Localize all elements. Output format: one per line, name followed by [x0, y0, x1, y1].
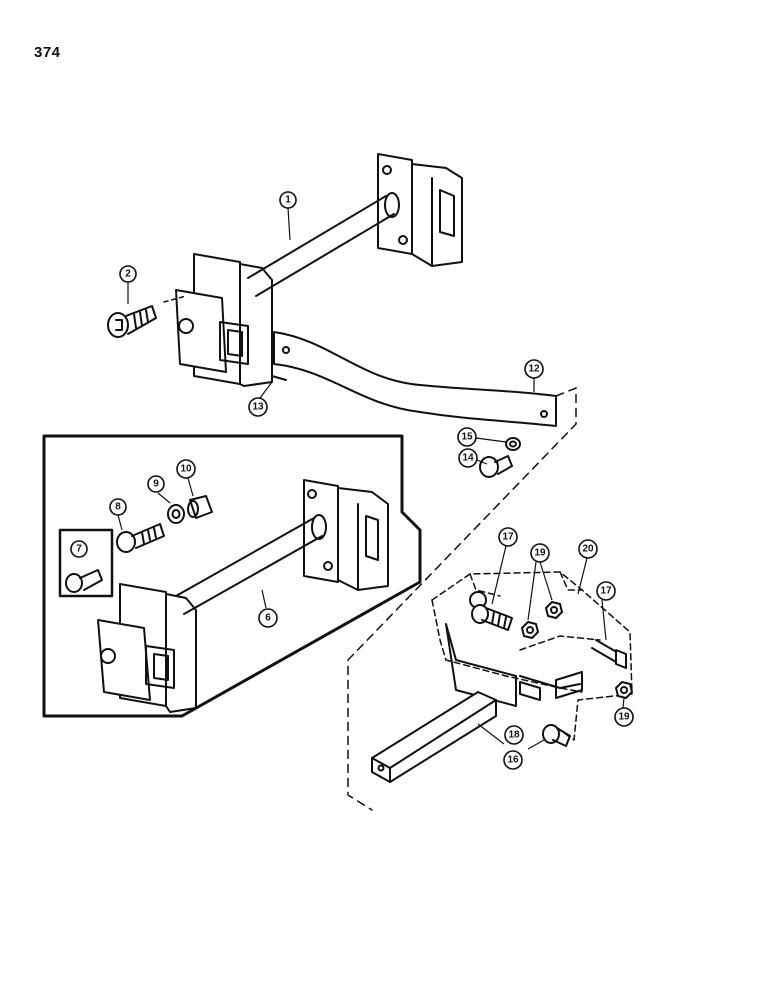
page-number: 374: [34, 44, 61, 61]
callout-bubble-17b: [596, 581, 616, 601]
casting-part-20-solid: [445, 591, 583, 707]
callout-bubble-19a: [530, 543, 550, 563]
callout-label-8: 8: [115, 502, 121, 513]
callout-bubble-18: [504, 725, 524, 745]
bolt-part-8: [116, 523, 165, 553]
callout-label-15: 15: [461, 432, 473, 443]
dashed-guide-line: [347, 387, 577, 811]
callout-bubble-8: [109, 498, 127, 516]
spacer-part-10: [187, 495, 213, 519]
callout-bubble-9: [147, 475, 165, 493]
callout-bubble-2: [119, 265, 137, 283]
callout-label-19b: 19: [618, 712, 630, 723]
callout-bubble-6: [258, 608, 278, 628]
callout-label-6: 6: [265, 613, 271, 624]
callout-bubble-10: [176, 459, 196, 479]
callout-label-10: 10: [180, 464, 192, 475]
callout-label-9: 9: [153, 479, 159, 490]
bar-part-16: [371, 691, 497, 783]
callout-label-1: 1: [285, 195, 291, 206]
bolt-part-7: [65, 569, 103, 593]
bolt-part-17-left: [471, 604, 513, 631]
nut-part-19-a: [521, 621, 539, 639]
callout-label-17a: 17: [502, 532, 514, 543]
callout-bubble-17a: [498, 527, 518, 547]
callout-label-2: 2: [125, 269, 131, 280]
callout-label-17b: 17: [600, 586, 612, 597]
inset-frame: [42, 434, 422, 718]
nut-part-19-c: [615, 681, 633, 699]
drawbar-support-part-1: [175, 153, 463, 387]
bolt-part-18: [542, 724, 571, 747]
callout-bubble-12: [524, 359, 544, 379]
callout-bubble-7: [70, 540, 88, 558]
callout-bubble-13: [248, 397, 268, 417]
callout-bubble-15: [457, 427, 477, 447]
callout-bubble-16: [503, 750, 523, 770]
strap-part-12: [273, 331, 557, 427]
callout-bubble-14: [458, 448, 478, 468]
callout-label-18: 18: [508, 730, 520, 741]
callout-bubble-1: [279, 191, 297, 209]
callout-label-12: 12: [528, 364, 540, 375]
inset-box-part-7: [58, 528, 114, 598]
callout-bubble-19b: [614, 707, 634, 727]
nut-part-19-b: [545, 601, 563, 619]
callout-label-13: 13: [252, 402, 264, 413]
drawbar-support-part-6: [97, 479, 389, 713]
callout-label-19a: 19: [534, 548, 546, 559]
callout-label-7: 7: [76, 544, 82, 555]
bolt-part-2: [107, 305, 157, 338]
callout-bubble-20: [578, 539, 598, 559]
bolt-part-17-right: [591, 639, 627, 669]
washer-part-15: [505, 437, 521, 451]
callout-label-16: 16: [507, 755, 519, 766]
pin-part-13: [271, 375, 287, 381]
washer-part-9: [167, 504, 185, 524]
callout-label-20: 20: [582, 544, 594, 555]
callout-label-14: 14: [462, 453, 474, 464]
bolt-part-14: [479, 455, 513, 478]
